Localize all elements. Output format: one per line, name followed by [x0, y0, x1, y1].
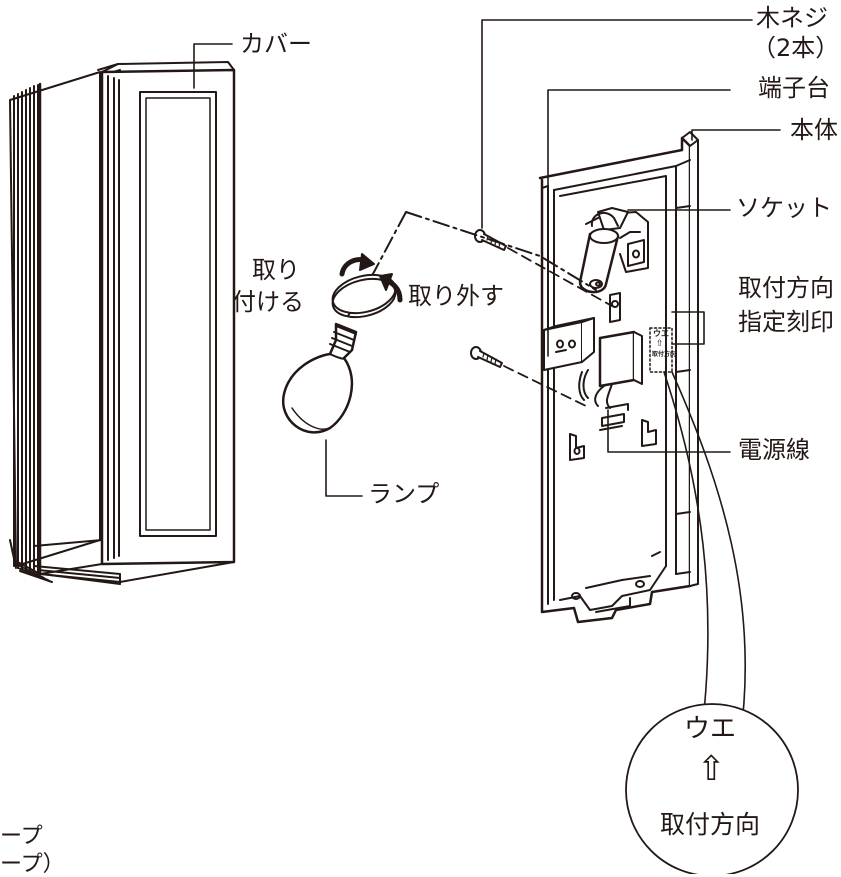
body-leader-line — [691, 129, 781, 141]
direction-zoom-circle — [625, 703, 799, 874]
lamp-label: ランプ — [368, 480, 440, 508]
lamp-part — [281, 273, 397, 434]
install-label-line1: 取り — [252, 256, 300, 284]
bottom-label-line2: ープ） — [0, 852, 65, 877]
power-wire-label: 電源線 — [738, 436, 810, 464]
body-label: 本体 — [790, 116, 838, 144]
wood-screw-leader-line — [481, 19, 753, 229]
socket-part — [578, 207, 649, 294]
terminal-block-label: 端子台 — [758, 74, 830, 102]
power-wire-part — [578, 330, 643, 409]
screw-path-lower — [503, 365, 591, 409]
cover-part — [9, 61, 236, 585]
power-wire-leader-line — [607, 409, 731, 453]
lamp-leader-line — [325, 439, 363, 497]
stamp-up-text: ウエ — [653, 329, 669, 338]
cover-label: カバー — [240, 30, 312, 58]
zoom-callout-line-left — [663, 371, 709, 747]
wood-screw-label: 木ネジ — [756, 4, 828, 32]
wood-screw-upper — [474, 229, 507, 251]
install-label-line2: 付ける — [232, 288, 304, 316]
wood-screw-lower — [470, 346, 503, 368]
zoom-up-text: ウエ — [684, 714, 737, 744]
cover-leader-line — [193, 43, 233, 89]
remove-label: 取り外す — [408, 282, 504, 310]
bottom-label-line1: ープ — [0, 824, 43, 849]
wood-screw-count-label: （2本） — [752, 34, 840, 62]
stamp-arrow: ⇧ — [656, 339, 664, 349]
zoom-callout-line-right — [671, 371, 747, 741]
stamp-direction-text: 取付方向 — [652, 351, 677, 358]
zoom-up-arrow: ⇧ — [697, 749, 726, 789]
zoom-direction-text: 取付方向 — [660, 810, 761, 839]
direction-stamp-area — [649, 327, 673, 373]
install-arrowhead — [359, 253, 375, 271]
remove-arrowhead — [379, 273, 393, 291]
mount-direction-label: 取付方向 — [738, 274, 834, 302]
socket-label: ソケット — [736, 194, 832, 222]
terminal-block-leader-line — [547, 89, 731, 357]
screw-path-upper — [507, 247, 613, 307]
mount-direction-leader-line — [671, 311, 705, 345]
direction-mark-label: 指定刻印 — [738, 308, 834, 336]
